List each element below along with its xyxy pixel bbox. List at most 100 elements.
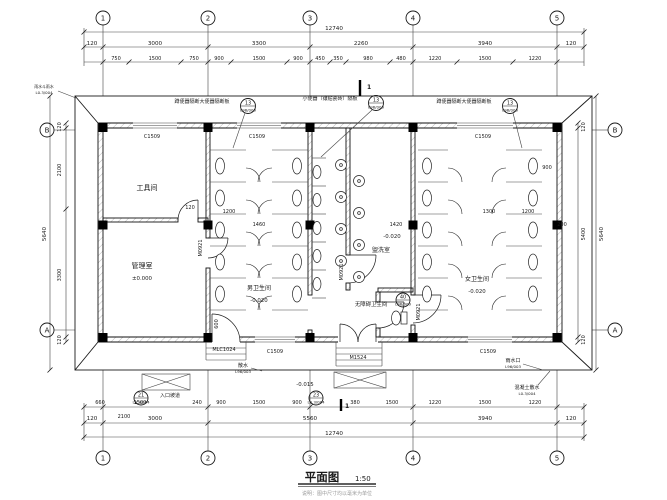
callout-urinal: 小便器（镶贴瓷砖）隔板 13 L96/003 xyxy=(302,95,384,158)
callout-text: 蹲便器隔断大便器隔断板 xyxy=(436,98,491,105)
axis-bubble: A xyxy=(613,327,618,335)
dim-detail: 240 xyxy=(192,400,202,406)
accessible-toilet-fixture xyxy=(391,310,408,326)
room-label-washroom: 盥洗室 xyxy=(372,246,390,254)
callout-sheet: L96/003 xyxy=(368,105,384,110)
dim-bay: 3000 xyxy=(148,416,163,422)
dim-bay: 3000 xyxy=(148,41,163,47)
dim-detail: 1500 xyxy=(149,56,162,62)
axis-bubble: 1 xyxy=(101,15,105,23)
dim-interior: 1200 xyxy=(522,209,535,215)
dim-overall-bottom: 12740 xyxy=(325,431,343,437)
callout-number: 13 xyxy=(245,101,251,107)
callout-text: 雨水口 xyxy=(505,357,520,364)
main-door-tag: M1524 xyxy=(349,355,366,361)
dim-bay: 3940 xyxy=(478,416,493,422)
dim-detail: 380 xyxy=(350,400,360,406)
urinals xyxy=(312,157,326,299)
dim-detail: 900 xyxy=(216,400,226,406)
dim-bay: 120 xyxy=(87,416,98,422)
level-mens: -0.020 xyxy=(250,298,268,304)
level-washroom: -0.020 xyxy=(383,234,401,240)
axis-bubble: 2 xyxy=(206,455,210,463)
dim-detail: 480 xyxy=(396,56,406,62)
axis-bubble: 4 xyxy=(411,455,416,463)
dim-detail: 450 xyxy=(315,56,325,62)
section-number: 1 xyxy=(345,403,349,410)
window-tag: C1509 xyxy=(249,134,265,140)
title-scale: 1:50 xyxy=(355,475,371,483)
dim-detail: 900 xyxy=(214,56,224,62)
level-office: ±0.000 xyxy=(132,276,153,282)
dim-labels-bottom: 660 1500 240 900 1500 900 380 1500 1220 … xyxy=(87,400,577,437)
callout-ramp-left: 21 L0.3/004 入口坡道 xyxy=(132,390,180,406)
axis-bubble: 3 xyxy=(308,455,312,463)
dim-detail: 1220 xyxy=(429,400,442,406)
dim-detail: 900 xyxy=(293,56,303,62)
axis-bubble: 3 xyxy=(308,15,312,23)
callout-sheet: L0.3/004 xyxy=(132,400,150,405)
callout-sheet: L96/003 xyxy=(395,302,411,307)
callout-sheet: L96/003 xyxy=(235,369,251,374)
dim-interior: 1200 xyxy=(223,209,236,215)
dim-bay: 3300 xyxy=(252,41,267,47)
dim-side: 120 xyxy=(581,122,587,132)
dim-detail: 1500 xyxy=(479,56,492,62)
dim-bay: 120 xyxy=(87,41,98,47)
callout-rain-outlet: 雨水口 L96/003 xyxy=(505,357,544,371)
callout-sheet: L96/003 xyxy=(505,364,521,369)
callout-number: 13 xyxy=(507,101,513,107)
title-text: 平面图 xyxy=(305,470,340,484)
dim-interior: 900 xyxy=(542,165,552,171)
interior-door-tag: M0921 xyxy=(339,263,345,280)
dim-detail: 750 xyxy=(189,56,199,62)
dim-interior: 200 xyxy=(557,222,567,228)
callout-number: 40 xyxy=(400,295,406,301)
callout-text: 雨水斗雨水 xyxy=(34,84,54,89)
callout-concrete-apron: 混凝土散水 L0.3/004 xyxy=(514,370,551,396)
callout-accessible: 40 L96/003 xyxy=(395,292,411,308)
dim-side: 3300 xyxy=(57,269,63,282)
dim-labels-sides: 120 2100 3300 120 5640 120 5400 120 5640 xyxy=(42,122,605,345)
mens-stalls xyxy=(210,149,308,311)
callout-text: 小便器（镶贴瓷砖）隔板 xyxy=(302,95,357,102)
interior-door-tag: M0921 xyxy=(198,239,204,256)
dim-interior: 120 xyxy=(185,205,195,211)
wash-basins xyxy=(335,159,365,283)
dim-detail: 1500 xyxy=(253,56,266,62)
axis-bubble: A xyxy=(45,327,50,335)
callout-sheet: L96/003 xyxy=(502,108,518,113)
callout-text: 蹲便器隔断大便器隔断板 xyxy=(174,98,229,105)
callout-sheet: L0.3/004 xyxy=(35,90,53,95)
interior-dims: 1200 1460 1420 1300 1200 200 600 120 900 xyxy=(185,165,567,329)
window-tag: C1509 xyxy=(267,349,283,355)
axis-bubble: 5 xyxy=(555,455,559,463)
dim-detail: 750 xyxy=(111,56,121,62)
section-mark-top: 1 xyxy=(358,80,371,96)
dim-side: 5400 xyxy=(581,228,587,241)
dim-interior: 1420 xyxy=(390,222,403,228)
entry-door-tag: MLC1024 xyxy=(212,347,235,353)
callout-text: 入口坡道 xyxy=(160,392,180,399)
section-number: 1 xyxy=(367,84,371,91)
dim-bay: 3940 xyxy=(478,41,493,47)
callout-number: 21 xyxy=(138,393,144,399)
dimension-lines xyxy=(49,28,597,441)
room-label-office: 管理室 xyxy=(132,261,153,270)
dim-overall-left: 5640 xyxy=(42,226,48,241)
dim-interior: 1300 xyxy=(483,209,496,215)
callout-ramp-center: 23 L0.3/004 xyxy=(307,390,325,406)
dim-side: 120 xyxy=(57,122,63,132)
interior-door-tag: M0921 xyxy=(416,303,422,320)
axis-bubble: 1 xyxy=(101,455,105,463)
axis-bubble: 4 xyxy=(411,15,416,23)
window-tag: C1509 xyxy=(144,134,160,140)
dim-detail: 1500 xyxy=(386,400,399,406)
level-entrance: -0.015 xyxy=(296,382,313,388)
dim-detail: 900 xyxy=(292,400,302,406)
callout-squat-right: 蹲便器隔断大便器隔断板 13 L96/003 xyxy=(436,98,523,149)
dim-bay: 2260 xyxy=(354,41,369,47)
dim-detail: 1220 xyxy=(529,400,542,406)
